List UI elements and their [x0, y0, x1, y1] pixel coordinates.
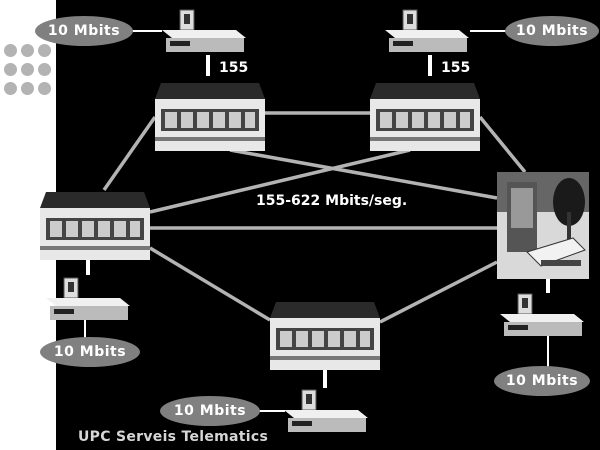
link-bottom-to-right	[379, 260, 498, 324]
bandwidth-oval-top-right: 10 Mbits	[505, 16, 599, 46]
dot	[21, 63, 34, 76]
dot	[38, 44, 51, 57]
link-left-to-bottom	[149, 246, 271, 322]
link-top-left-to-right	[229, 148, 498, 200]
bandwidth-oval-bottom: 10 Mbits	[160, 396, 260, 426]
link-top-left-to-left	[102, 115, 157, 192]
switch-bottom	[270, 302, 380, 370]
bandwidth-oval-left: 10 Mbits	[40, 337, 140, 367]
link-label-155-right: 155	[441, 60, 471, 76]
dot	[4, 44, 17, 57]
dot	[21, 44, 34, 57]
host-top-left	[162, 9, 246, 52]
dot	[4, 82, 17, 95]
dot	[38, 82, 51, 95]
link-left-to-top-right	[149, 148, 411, 214]
host-bottom	[284, 389, 368, 432]
backbone-speed-label: 155-622 Mbits/seg.	[256, 193, 408, 209]
bandwidth-oval-right: 10 Mbits	[494, 366, 590, 396]
host-right	[500, 293, 584, 336]
server-room-photo	[497, 172, 589, 279]
switch-left	[40, 192, 150, 260]
host-top-right	[385, 9, 469, 52]
host-left	[46, 277, 130, 320]
footer-credit: UPC Serveis Telematics	[78, 429, 269, 445]
dot	[4, 63, 17, 76]
dot	[21, 82, 34, 95]
link-label-155-left: 155	[219, 60, 249, 76]
switch-top-right	[370, 83, 480, 151]
bandwidth-oval-top-left: 10 Mbits	[35, 16, 133, 46]
link-top-right-to-right	[478, 115, 527, 174]
switch-top-left	[155, 83, 265, 151]
dot	[38, 63, 51, 76]
